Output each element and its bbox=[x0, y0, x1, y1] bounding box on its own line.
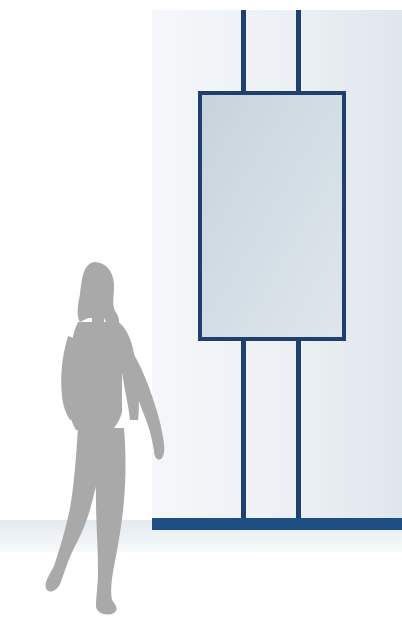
pole-left-upper bbox=[241, 10, 246, 94]
floor-rail bbox=[152, 518, 402, 530]
pole-left-lower bbox=[241, 339, 246, 523]
pole-right-lower bbox=[296, 339, 301, 523]
display-panel bbox=[200, 93, 344, 339]
pole-right-upper bbox=[296, 10, 301, 94]
